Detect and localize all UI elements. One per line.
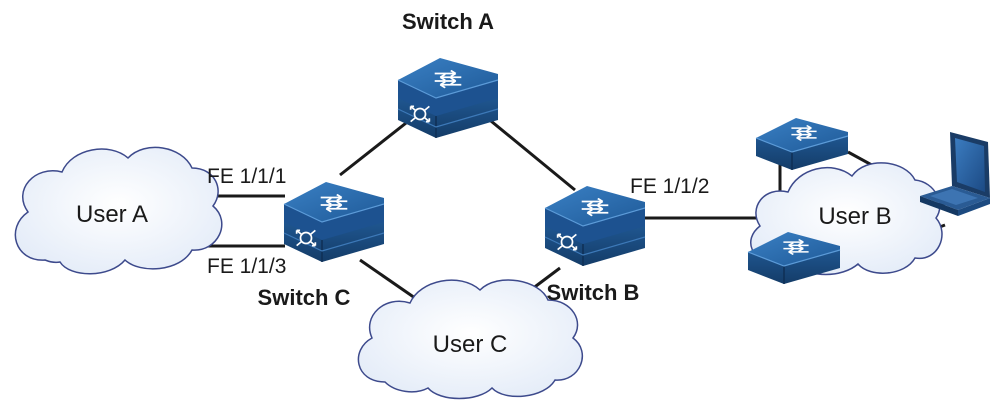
switch-icon (755, 118, 849, 170)
cloud-icon (357, 279, 584, 400)
switch-a-label: Switch A (402, 9, 494, 34)
cloud-user-a-label: User A (76, 201, 148, 228)
laptop-icon (920, 132, 990, 216)
user-b-switch-bottom[interactable] (747, 232, 841, 284)
layer3-switch-icon (544, 186, 646, 266)
switch-b-label: Switch B (547, 280, 640, 305)
laptop[interactable] (920, 132, 990, 216)
layer3-switch-icon (397, 58, 499, 138)
link-switch-a-switch-b (479, 110, 576, 192)
cloud-user-c-label: User C (433, 331, 508, 358)
cloud-icon (14, 146, 223, 275)
cloud-user-a: User A (14, 146, 223, 275)
switch-b[interactable]: Switch B (544, 186, 646, 305)
switch-c[interactable]: Switch C (258, 182, 385, 310)
user-b-switch-top[interactable] (755, 118, 849, 170)
port-label-fe-1-1-1: FE 1/1/1 (207, 165, 286, 188)
switch-a[interactable]: Switch A (397, 9, 499, 138)
link-switch-c-user-c (359, 258, 416, 300)
layer3-switch-icon (283, 182, 385, 262)
port-label-fe-1-1-3: FE 1/1/3 (207, 255, 286, 278)
cloud-user-c: User C (357, 279, 584, 400)
switch-icon (747, 232, 841, 284)
cloud-user-b-label: User B (818, 203, 891, 230)
switch-c-label: Switch C (258, 285, 351, 310)
port-label-fe-1-1-2: FE 1/1/2 (630, 175, 709, 198)
